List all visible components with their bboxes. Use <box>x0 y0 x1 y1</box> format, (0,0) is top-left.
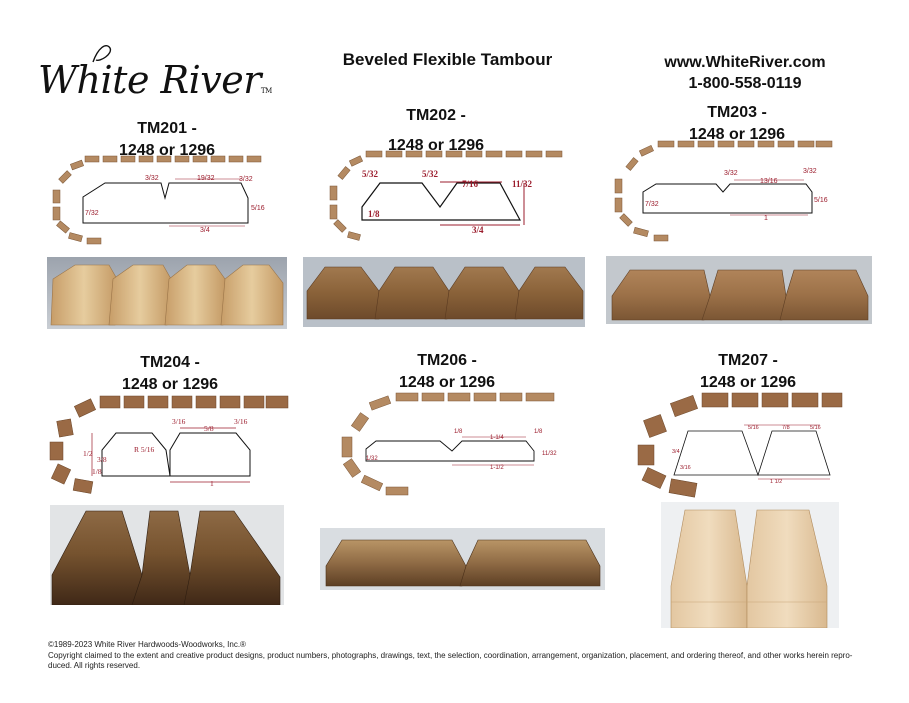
product-lengths: 1248 or 1296 <box>398 374 496 391</box>
dim-label: 5/8 <box>204 424 214 433</box>
tm201-profile-drawing: 3/32 19/32 3/32 7/32 5/16 3/4 <box>52 155 265 245</box>
dim-label: 7/16 <box>462 179 479 189</box>
dim-label: 1/8 <box>92 467 102 476</box>
dim-label: 3/16 <box>680 465 691 471</box>
product-lengths: 1248 or 1296 <box>699 374 797 391</box>
logo-swash-icon <box>92 44 112 63</box>
dim-label: 1-1/2 <box>490 465 504 471</box>
tambour-curve-icon <box>329 150 563 241</box>
dim-label: 1 <box>764 215 768 222</box>
website-link[interactable]: www.WhiteRiver.com <box>664 54 826 71</box>
tambour-curve-icon <box>52 155 262 245</box>
tm203-profile-drawing: 3/32 13/16 3/32 7/32 5/16 1 <box>614 140 833 242</box>
tambour-curve-icon <box>614 140 833 242</box>
dim-label: 3/4 <box>672 449 680 455</box>
dim-label: 5/16 <box>748 425 759 431</box>
product-label-tm204: TM204 - 1248 or 1296 <box>110 352 230 396</box>
dim-label: 3/16 <box>234 417 248 426</box>
dim-label: 1/8 <box>368 209 380 219</box>
product-lengths: 1248 or 1296 <box>387 137 485 154</box>
dim-label: 3/32 <box>145 175 159 182</box>
product-label-tm206: TM206 - 1248 or 1296 <box>387 350 507 394</box>
dim-label: 1 1/2 <box>770 479 782 485</box>
product-code: TM204 - <box>140 354 200 371</box>
product-label-tm202: TM202 - 1248 or 1296 <box>376 105 496 157</box>
dim-label: 1/2 <box>83 449 93 458</box>
product-label-tm201: TM201 - 1248 or 1296 <box>112 118 222 162</box>
dim-label: R 5/16 <box>134 445 154 454</box>
dim-label: 1/8 <box>534 429 543 435</box>
dim-label: 3/16 <box>172 417 186 426</box>
copyright-line: ©1989-2023 White River Hardwoods-Woodwor… <box>48 640 246 649</box>
copyright-line: duced. All rights reserved. <box>48 661 141 670</box>
contact-info: www.WhiteRiver.com 1-800-558-0119 <box>650 52 840 94</box>
product-code: TM207 - <box>718 352 778 369</box>
tm202-profile-drawing: 5/32 5/32 7/16 11/32 1/8 3/4 <box>329 150 563 241</box>
tm206-profile-drawing: 1/8 1-1/4 1/8 1/32 11/32 1-1/2 <box>341 392 557 496</box>
tambour-curve-icon <box>637 392 843 498</box>
dim-label: 5/16 <box>810 425 821 431</box>
copyright-notice: ©1989-2023 White River Hardwoods-Woodwor… <box>48 640 898 672</box>
dim-label: 3/32 <box>239 176 253 183</box>
dim-label: 11/32 <box>542 451 557 457</box>
tm204-profile-drawing: 3/16 5/8 3/16 R 5/16 1/2 3/8 1/8 1 <box>49 395 289 494</box>
tm207-product-photo <box>661 502 839 628</box>
logo-wordmark: White RiverTM <box>38 58 272 102</box>
product-label-tm203: TM203 - 1248 or 1296 <box>677 102 797 146</box>
dim-label: 11/32 <box>512 179 533 189</box>
product-label-tm207: TM207 - 1248 or 1296 <box>688 350 808 394</box>
dim-label: 1-1/4 <box>490 435 504 441</box>
dim-label: 3/8 <box>97 455 107 464</box>
copyright-line: Copyright claimed to the extent and crea… <box>48 650 853 660</box>
dim-label: 1/8 <box>454 429 463 435</box>
dim-label: 5/16 <box>814 197 828 204</box>
tm203-product-photo <box>606 256 872 324</box>
product-lengths: 1248 or 1296 <box>121 376 219 393</box>
product-code: TM202 - <box>406 107 466 124</box>
tm206-product-photo <box>320 528 605 590</box>
dim-label: 1/32 <box>366 456 378 462</box>
dim-label: 7/32 <box>645 201 659 208</box>
white-river-logo: White RiverTM <box>38 40 272 115</box>
product-lengths: 1248 or 1296 <box>118 142 216 159</box>
dim-label: 3/4 <box>200 227 210 234</box>
dim-label: 3/32 <box>803 168 817 175</box>
dim-label: 19/32 <box>197 175 215 182</box>
dim-label: 5/32 <box>362 169 379 179</box>
product-lengths: 1248 or 1296 <box>688 126 786 143</box>
page-title: Beveled Flexible Tambour <box>342 50 553 69</box>
dim-label: 5/32 <box>422 169 439 179</box>
dim-label: 13/16 <box>760 178 778 185</box>
phone-number: 1-800-558-0119 <box>688 75 802 92</box>
dim-label: 3/32 <box>724 170 738 177</box>
product-code: TM206 - <box>417 352 477 369</box>
dim-label: 1 <box>210 479 214 488</box>
tambour-curve-icon <box>341 392 555 496</box>
tm207-profile-drawing: 5/16 7/8 5/16 3/4 3/16 1 1/2 <box>637 392 843 498</box>
tm202-product-photo <box>303 257 585 327</box>
dim-label: 7/32 <box>85 210 99 217</box>
dim-label: 3/4 <box>472 225 484 235</box>
tambour-curve-icon <box>49 395 289 494</box>
tm201-product-photo <box>47 257 287 329</box>
dim-label: 7/8 <box>782 425 790 431</box>
product-code: TM203 - <box>707 104 767 121</box>
dim-label: 5/16 <box>251 205 265 212</box>
tm204-product-photo <box>50 505 284 605</box>
product-code: TM201 - <box>137 120 197 137</box>
